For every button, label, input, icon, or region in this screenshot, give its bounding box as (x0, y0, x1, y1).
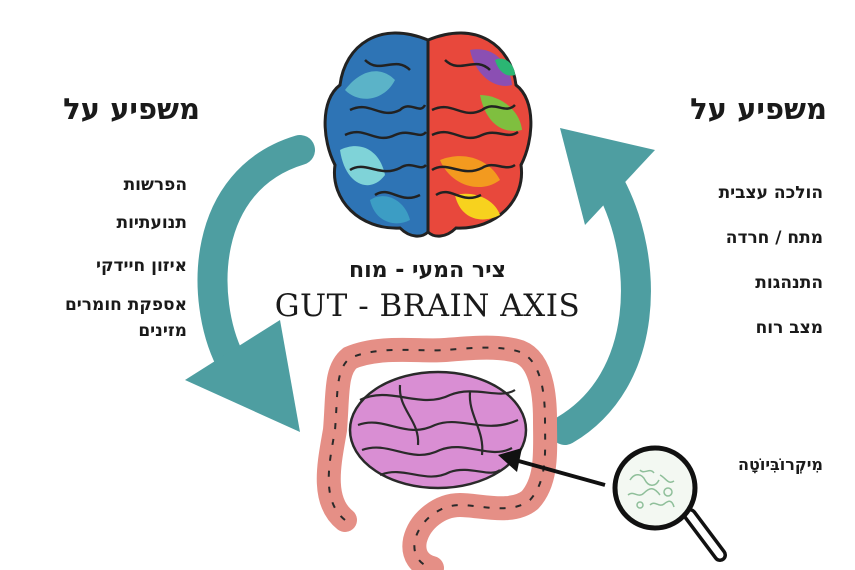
microbiota-label: מִיקְרוֹבִּיוֹטָה (737, 455, 823, 474)
left-item-secretions: הפרשות (123, 175, 187, 195)
right-item-neural-conduction: הולכה עצבית (718, 183, 823, 203)
right-heading: משפיע על (690, 92, 827, 126)
right-item-stress-anxiety: מתח / חרדה (725, 228, 823, 248)
right-cycle-arrow (550, 128, 655, 445)
left-item-motility: תנועתיות (116, 213, 187, 233)
center-title-hebrew: ציר המעי - מוח (349, 258, 506, 283)
left-cycle-arrow (185, 135, 315, 432)
left-item-bacterial-balance: איזון חיידקי (96, 256, 187, 276)
right-item-behavior: התנהגות (755, 273, 823, 293)
left-item-nutrient-supply: אספקת חומרים (64, 295, 187, 315)
left-heading: משפיע על (63, 92, 200, 126)
right-item-mood: מצב רוח (755, 318, 823, 338)
pointer-arrow (498, 448, 606, 487)
gut-illustration (316, 335, 558, 570)
brain-illustration (323, 31, 533, 238)
left-item-nutrients: מזינים (138, 321, 187, 341)
center-title-english: GUT - BRAIN AXIS (274, 288, 581, 324)
magnifier-icon (612, 445, 727, 562)
